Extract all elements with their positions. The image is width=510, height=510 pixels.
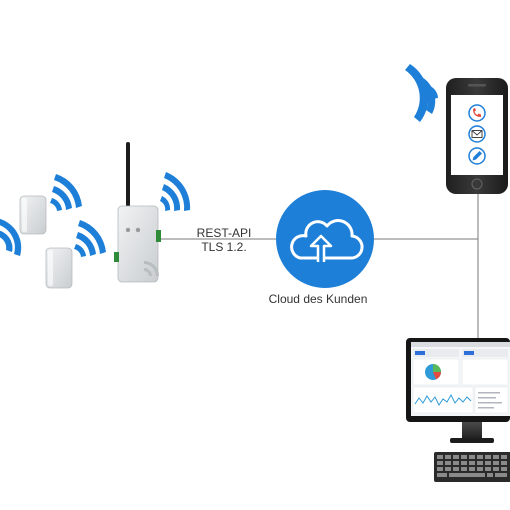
keyboard xyxy=(434,452,510,482)
envelope-icon xyxy=(468,125,486,143)
monitor-base xyxy=(450,438,494,443)
gateway-logo-icon xyxy=(144,261,159,276)
cloud-service-node xyxy=(276,190,374,288)
phone-home-button xyxy=(471,178,483,190)
monitor-neck xyxy=(462,422,482,438)
gateway-antenna xyxy=(126,142,130,212)
wifi-signal-icon xyxy=(74,220,106,257)
phone-icon xyxy=(468,104,486,122)
wifi-signal-icon xyxy=(160,172,191,211)
pencil-icon xyxy=(468,147,486,165)
cloud-upload-icon xyxy=(290,219,364,262)
sensor-device-2 xyxy=(45,247,73,289)
desktop-monitor xyxy=(406,338,510,443)
smartphone xyxy=(446,78,508,194)
tls-label: TLS 1.2. xyxy=(201,240,247,254)
api-label: REST-API xyxy=(196,226,252,240)
gateway-device xyxy=(114,142,161,283)
sensor-device-1 xyxy=(19,195,47,235)
cloud-label: Cloud des Kunden xyxy=(268,292,368,306)
wifi-signal-icon xyxy=(50,174,82,211)
wifi-signal-icon xyxy=(405,64,438,122)
dashboard-line-chart xyxy=(414,393,472,406)
connection-lines xyxy=(160,192,479,340)
wifi-signal-icon xyxy=(0,218,22,256)
